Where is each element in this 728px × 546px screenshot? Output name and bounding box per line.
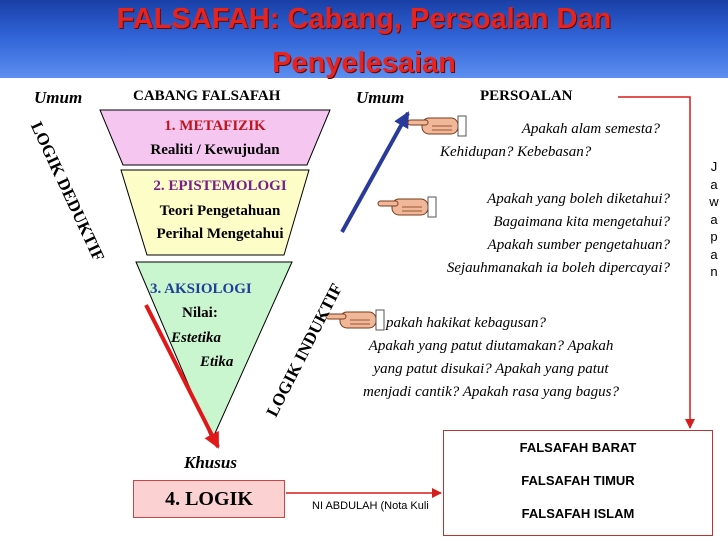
epistemologi-text-2: Perihal Mengetahui (156, 226, 284, 242)
jawapan-letter: a (710, 211, 718, 227)
question-line: Apakah sumber pengetahuan? (487, 237, 670, 253)
jawapan-letter: w (709, 194, 719, 209)
aksiologi-section (135, 261, 293, 442)
khusus-label: Khusus (184, 453, 237, 472)
metafizik-section (99, 109, 331, 166)
footer-credit: NI ABDULAH (Nota Kuli (312, 500, 429, 512)
page-title-line2: Penyelesaian (272, 47, 456, 79)
deduktif-arrow (144, 304, 220, 449)
aksiologi-etika: Etika (200, 354, 234, 370)
aksiologi-estetika: Estetika (171, 330, 222, 346)
jawapan-letter: a (710, 176, 718, 192)
umum-left-label: Umum (34, 88, 83, 107)
logik-box: 4. LOGIK (133, 480, 285, 518)
answer-timur: FALSAFAH TIMUR (521, 473, 635, 488)
jawapan-letter: a (710, 246, 718, 262)
epistemologi-text-1: Teori Pengetahuan (159, 203, 281, 219)
epistemologi-title: 2. EPISTEMOLOGI (153, 178, 287, 194)
question-line: pakah hakikat kebagusan? (386, 315, 546, 331)
epistemologi-section (120, 169, 310, 256)
metafizik-title: 1. METAFIZIK (164, 118, 266, 134)
jawapan-label: J a w a p a n (707, 158, 721, 281)
page-title-line1: FALSAFAH: Cabang, Persoalan Dan (116, 3, 612, 35)
answers-box: FALSAFAH BARAT FALSAFAH TIMUR FALSAFAH I… (443, 430, 713, 536)
aksiologi-nilai: Nilai: (182, 305, 218, 321)
question-group-1: Apakah alam semesta? Kehidupan? Kebebasa… (430, 118, 660, 164)
question-group-3: pakah hakikat kebagusan? Apakah yang pat… (318, 312, 664, 404)
question-line: Kehidupan? Kebebasan? (440, 144, 592, 160)
jawapan-letter: J (710, 159, 718, 174)
question-line: yang patut disukai? Apakah yang patut (373, 361, 609, 377)
question-line: menjadi cantik? Apakah rasa yang bagus? (363, 384, 619, 400)
question-line: Apakah yang patut diutamakan? Apakah (368, 338, 614, 354)
cabang-header: CABANG FALSAFAH (133, 88, 281, 104)
persoalan-connector (618, 96, 695, 429)
question-line: Sejauhmanakah ia boleh dipercayai? (446, 260, 670, 276)
aksiologi-title: 3. AKSIOLOGI (150, 281, 252, 297)
pointing-hand-icon (325, 309, 385, 331)
question-group-2: Apakah yang boleh diketahui? Bagaimana k… (360, 188, 670, 280)
question-line: Apakah yang boleh diketahui? (487, 191, 670, 207)
induktif-arrow (340, 111, 410, 233)
jawapan-letter: n (710, 264, 718, 279)
answer-barat: FALSAFAH BARAT (519, 440, 637, 455)
umum-right-label: Umum (356, 88, 405, 107)
answer-islam: FALSAFAH ISLAM (521, 506, 635, 521)
question-line: Apakah alam semesta? (521, 121, 660, 137)
title-banner (0, 0, 728, 78)
pointing-hand-icon (377, 196, 437, 218)
persoalan-header: PERSOALAN (480, 88, 573, 104)
metafizik-text: Realiti / Kewujudan (150, 142, 280, 158)
jawapan-letter: p (710, 229, 718, 244)
pointing-hand-icon (407, 115, 467, 137)
question-line: Bagaimana kita mengetahui? (493, 214, 670, 230)
